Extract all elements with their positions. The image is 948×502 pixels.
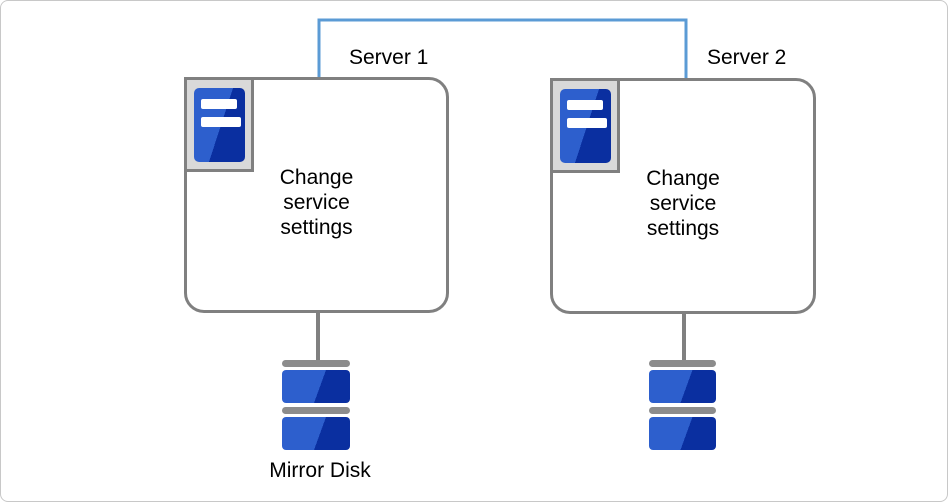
disk-platter [282, 370, 350, 403]
server1-box: Change service settings [184, 77, 449, 313]
server-icon-slot [201, 117, 241, 127]
disk-cap [282, 407, 350, 414]
server1-label: Server 1 [349, 46, 429, 69]
disk-cap [282, 360, 350, 367]
server-icon [550, 78, 620, 173]
server-icon-slot [567, 118, 607, 128]
server-icon-tower [560, 89, 611, 163]
server1-disk-connector [316, 313, 320, 361]
disk-cap [649, 360, 716, 367]
server-icon [184, 77, 254, 172]
server-icon-slot [201, 99, 237, 109]
server2-label: Server 2 [707, 46, 787, 69]
disk-platter [282, 417, 350, 450]
server-icon-tower [194, 88, 245, 162]
mirror-disk-icon [282, 360, 350, 450]
server1-body-text: Change service settings [279, 166, 354, 239]
disk-platter [649, 370, 716, 403]
mirror-disk-icon [649, 360, 716, 450]
server-icon-slot [567, 100, 603, 110]
mirror-disk-label: Mirror Disk [269, 459, 371, 482]
server2-body-text: Change service settings [646, 167, 720, 240]
disk-cap [649, 407, 716, 414]
disk-platter [649, 417, 716, 450]
server2-box: Change service settings [550, 78, 816, 314]
server2-disk-connector [682, 314, 686, 361]
